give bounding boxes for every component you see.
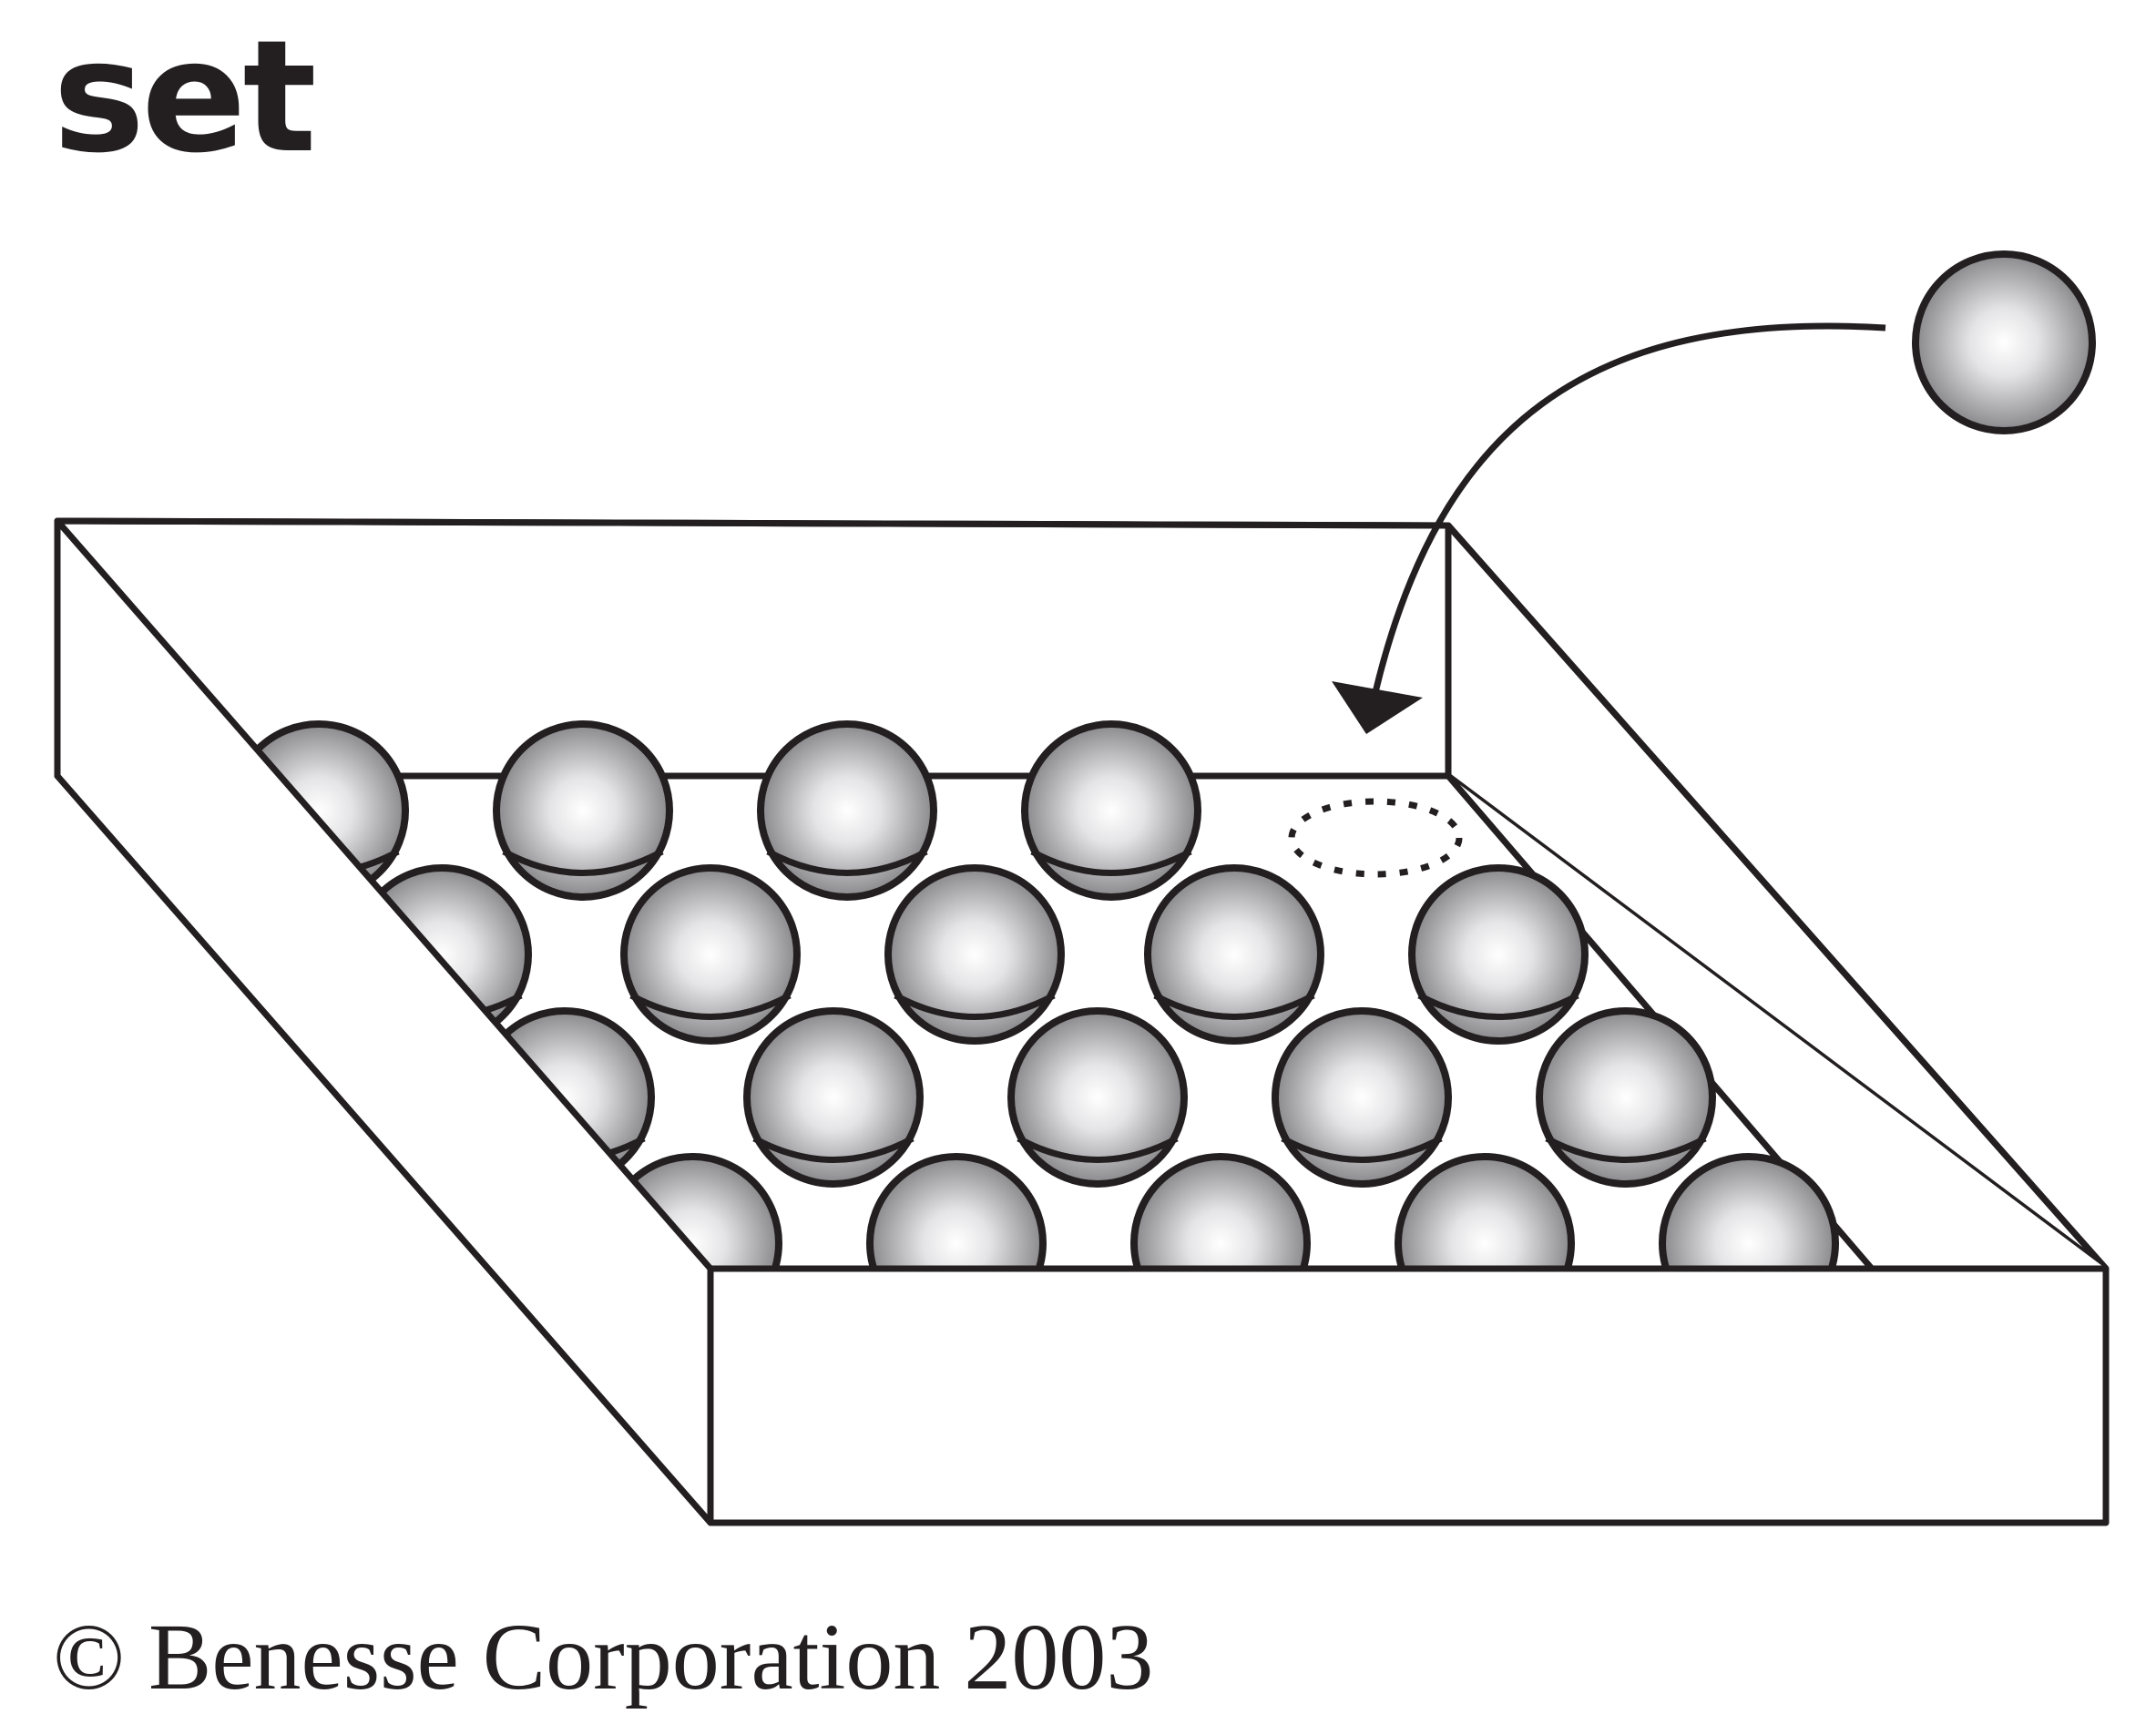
title-word: set xyxy=(53,7,317,188)
tray-ball-4-4 xyxy=(1395,1153,1575,1266)
tray-ball-rim xyxy=(894,992,1056,1020)
tray-ball-1-2 xyxy=(493,720,673,901)
tray-right-top-edge xyxy=(1446,523,2109,1271)
empty-slot-ellipse xyxy=(1288,798,1463,878)
tray-ball-rim xyxy=(1030,848,1192,876)
tray-ball-1-3 xyxy=(757,720,937,901)
tray-ball-4-3 xyxy=(1130,1153,1311,1266)
tray-ball-rim xyxy=(1153,992,1315,1020)
incoming-ball xyxy=(1912,250,2096,434)
tray-ball-2-2 xyxy=(620,864,801,1045)
tray-ball-rim xyxy=(766,848,928,876)
tray-ball-2-4 xyxy=(1144,864,1324,1045)
arrow-curve xyxy=(1372,322,1886,693)
tray-ball-4-2 xyxy=(866,1153,1047,1266)
tray-ball-rim xyxy=(1281,1135,1443,1163)
tray-ball-3-2 xyxy=(743,1007,924,1188)
tray-ball-3-3 xyxy=(1007,1007,1188,1188)
tray-ball-rim xyxy=(1545,1135,1707,1163)
tray-ball-rim xyxy=(629,992,792,1020)
copyright-text: © Benesse Corporation 2003 xyxy=(53,1605,1154,1709)
tray-ball-rim xyxy=(1417,992,1579,1020)
tray-front-wall xyxy=(707,1265,2110,1526)
tray-ball-2-3 xyxy=(884,864,1065,1045)
tray-back-rim xyxy=(56,517,1449,529)
tray-ball-2-5 xyxy=(1408,864,1589,1045)
tray-ball-4-5 xyxy=(1659,1153,1839,1266)
tray-ball-rim xyxy=(752,1135,915,1163)
tray-ball-rim xyxy=(502,848,664,876)
tray-ball-1-4 xyxy=(1021,720,1201,901)
tray-ball-rim xyxy=(1017,1135,1179,1163)
tray-ball-3-5 xyxy=(1536,1007,1716,1188)
arrow-head xyxy=(1332,681,1423,734)
tray-ball-3-4 xyxy=(1272,1007,1452,1188)
